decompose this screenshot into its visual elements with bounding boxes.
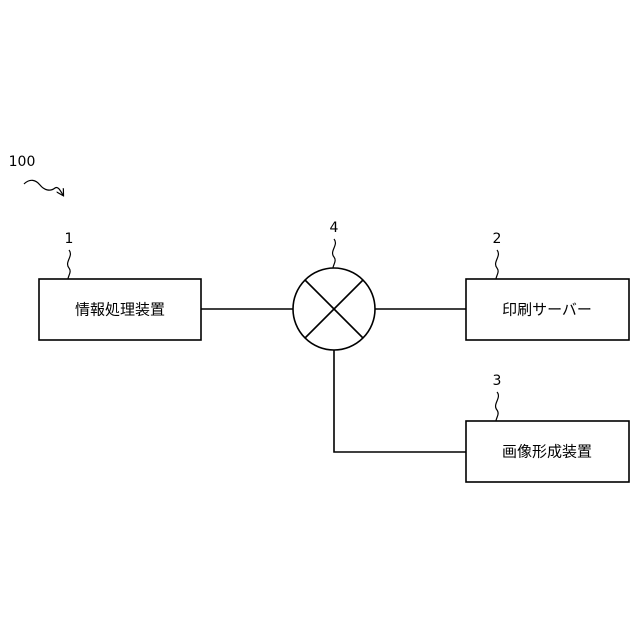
print-server-ref-leader	[496, 250, 499, 279]
network-ref-leader	[333, 239, 336, 268]
image-former-ref: 3	[493, 373, 502, 389]
network-node: 4	[293, 220, 375, 350]
info-processor-node: 1 情報処理装置	[39, 231, 201, 340]
image-former-node: 3 画像形成装置	[466, 373, 629, 482]
system-ref-wavy-arrow	[24, 180, 63, 195]
print-server-label: 印刷サーバー	[502, 301, 592, 319]
network-ref: 4	[330, 220, 339, 236]
info-processor-ref: 1	[65, 231, 74, 247]
link-network-to-image-former	[334, 350, 466, 452]
image-former-label: 画像形成装置	[502, 443, 592, 461]
image-former-ref-leader	[496, 392, 499, 421]
system-ref-label: 100	[9, 154, 36, 170]
info-processor-ref-leader	[68, 250, 71, 279]
print-server-ref: 2	[493, 231, 502, 247]
info-processor-label: 情報処理装置	[75, 301, 165, 319]
print-server-node: 2 印刷サーバー	[466, 231, 629, 340]
